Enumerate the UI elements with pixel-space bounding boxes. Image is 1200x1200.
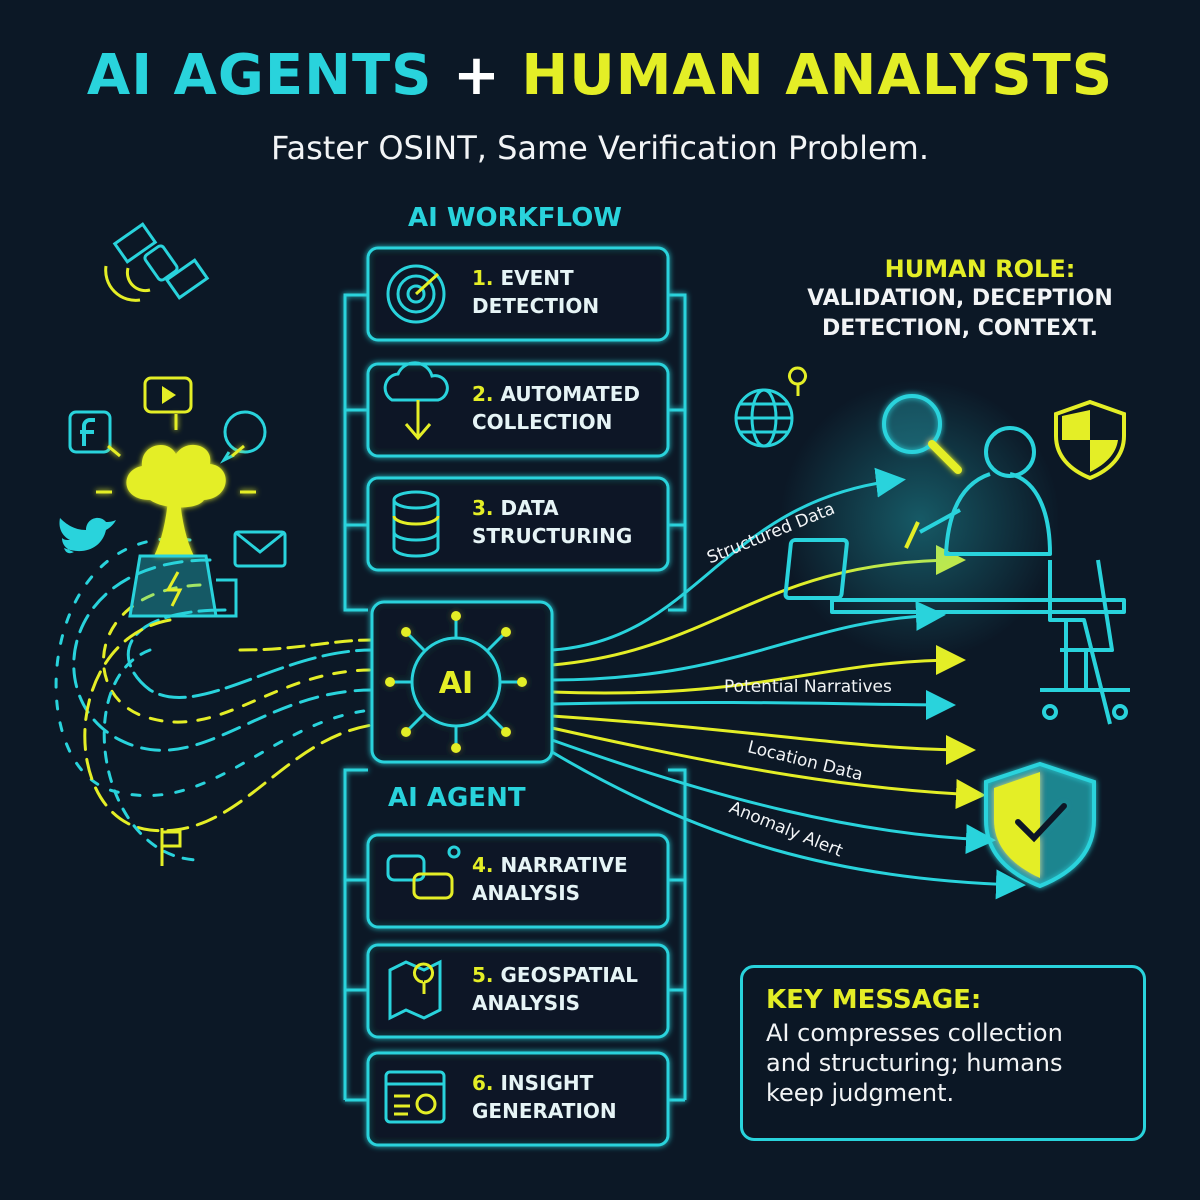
step-number: 1.: [472, 266, 494, 290]
mail-icon: [233, 530, 287, 568]
key-message-line2: and structuring; humans: [766, 1049, 1063, 1077]
step-title-line1: AUTOMATED: [500, 382, 640, 406]
step-title-line1: GEOSPATIAL: [500, 963, 639, 987]
magnifier-icon: [882, 394, 962, 474]
human-role-description: VALIDATION, DECEPTION DETECTION, CONTEXT…: [730, 284, 1190, 344]
chat-bubbles-icon: [386, 845, 461, 900]
map-pin-icon: [388, 959, 442, 1021]
step-number: 5.: [472, 963, 494, 987]
step-title-line2: STRUCTURING: [472, 524, 633, 548]
workflow-connectors: [343, 293, 687, 1102]
human-role-line2: DETECTION, CONTEXT.: [821, 316, 1099, 341]
ai-core: [370, 600, 554, 764]
workflow-step-4: 4. NARRATIVE ANALYSIS: [368, 835, 668, 925]
step-title-line2: ANALYSIS: [472, 991, 581, 1015]
step-title-line1: NARRATIVE: [500, 853, 628, 877]
database-icon: [392, 490, 440, 558]
power-plant-icon: [128, 554, 238, 618]
spotlight: [780, 380, 1060, 660]
title-part-ai-agents: AI AGENTS: [86, 43, 433, 108]
step-box-1: [366, 246, 670, 342]
dashboard-icon: [384, 1070, 446, 1124]
page-title: AI AGENTS + HUMAN ANALYSTS: [0, 40, 1200, 112]
key-message-title: KEY MESSAGE:: [766, 985, 982, 1015]
workflow-step-1: 1. EVENT DETECTION: [368, 248, 668, 338]
step-title-line2: DETECTION: [472, 294, 600, 318]
flag-icon: [160, 828, 182, 866]
key-message-box: [740, 965, 1146, 1141]
check-shield-icon: [984, 761, 1096, 889]
workflow-step-5: 5. GEOSPATIAL ANALYSIS: [368, 945, 668, 1035]
page-subtitle: Faster OSINT, Same Verification Problem.: [271, 129, 929, 167]
explosion-icon: [96, 414, 256, 556]
shield-icon: [1054, 399, 1126, 481]
workflow-step-3: 3. DATA STRUCTURING: [368, 478, 668, 568]
youtube-icon: [143, 376, 193, 414]
key-message-line3: keep judgment.: [766, 1079, 955, 1107]
globe-icon: [734, 366, 807, 448]
step-number: 3.: [472, 496, 494, 520]
step-box-3: [366, 476, 670, 572]
workflow-label: AI WORKFLOW: [408, 203, 622, 233]
flow-label-potential-narratives: Potential Narratives: [724, 677, 892, 697]
twitter-icon: [59, 517, 116, 554]
step-box-2: [366, 362, 670, 458]
cloud-download-icon: [383, 361, 449, 441]
analyst-figure-icon: [783, 426, 1130, 725]
title-part-human-analysts: HUMAN ANALYSTS: [521, 43, 1114, 108]
radar-icon: [386, 264, 446, 324]
step-box-4: [366, 833, 670, 929]
step-number: 6.: [472, 1071, 494, 1095]
step-title-line2: GENERATION: [472, 1099, 617, 1123]
step-title-line1: INSIGHT: [500, 1071, 594, 1095]
human-role-title: HUMAN ROLE:: [884, 255, 1076, 283]
key-message-body: AI compresses collection and structuring…: [766, 1018, 1136, 1108]
step-title-line1: EVENT: [500, 266, 574, 290]
title-plus: +: [453, 43, 501, 108]
step-title-line2: ANALYSIS: [472, 881, 581, 905]
agent-label: AI AGENT: [388, 783, 526, 813]
step-number: 4.: [472, 853, 494, 877]
ai-core-label: AI: [438, 666, 474, 701]
step-box-5: [366, 943, 670, 1039]
incoming-data-streams: [54, 537, 374, 862]
facebook-icon: [68, 410, 112, 454]
human-role-line1: VALIDATION, DECEPTION: [807, 286, 1113, 311]
whatsapp-icon: [219, 410, 267, 464]
workflow-step-2: 2. AUTOMATED COLLECTION: [368, 364, 668, 454]
workflow-step-6: 6. INSIGHT GENERATION: [368, 1053, 668, 1143]
step-number: 2.: [472, 382, 494, 406]
step-title-line2: COLLECTION: [472, 410, 613, 434]
satellite-icon: [104, 222, 210, 302]
step-title-line1: DATA: [500, 496, 559, 520]
key-message-line1: AI compresses collection: [766, 1019, 1063, 1047]
